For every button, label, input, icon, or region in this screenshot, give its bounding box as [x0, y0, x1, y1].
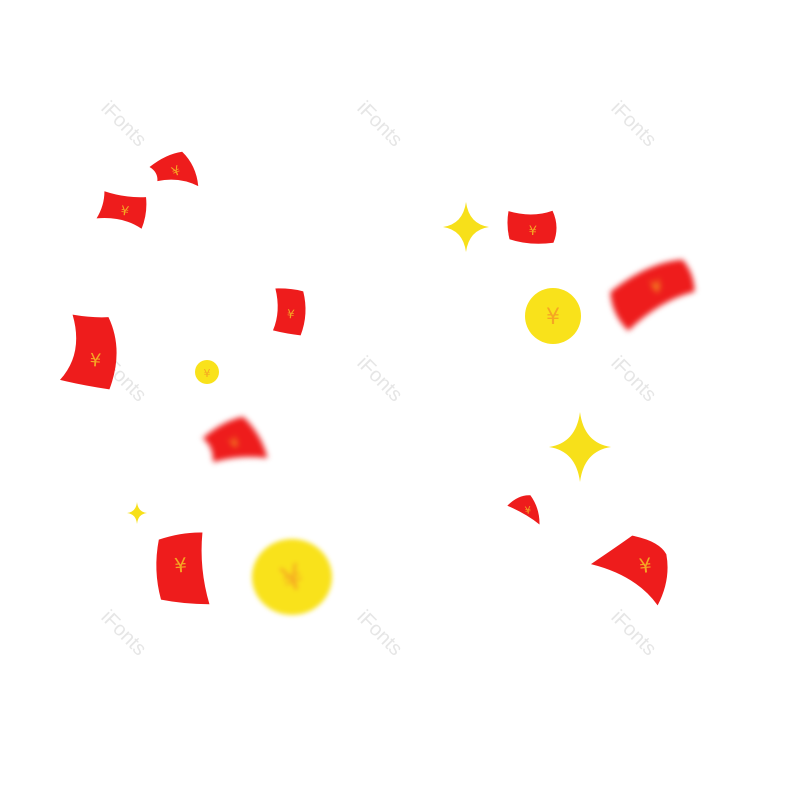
- red-envelope-icon: ¥: [145, 145, 204, 203]
- sparkle-icon: [443, 202, 489, 252]
- svg-text:¥: ¥: [638, 553, 653, 578]
- gold-coin-icon: ¥: [525, 288, 581, 344]
- sparkle-icon: [127, 502, 147, 524]
- red-envelope-icon: ¥: [505, 207, 558, 245]
- svg-text:¥: ¥: [524, 505, 531, 517]
- red-envelope-icon: ¥: [504, 492, 543, 530]
- watermark: iFonts: [606, 352, 661, 407]
- watermark: iFonts: [96, 97, 151, 152]
- svg-text:¥: ¥: [173, 553, 187, 578]
- svg-text:¥: ¥: [648, 276, 664, 299]
- red-envelope-icon: ¥: [59, 312, 122, 392]
- watermark: iFonts: [352, 97, 407, 152]
- gold-coin-icon: ¥: [251, 538, 333, 616]
- svg-text:¥: ¥: [546, 305, 560, 330]
- red-envelope-icon: ¥: [600, 252, 705, 336]
- sparkle-icon: [549, 412, 611, 482]
- svg-text:¥: ¥: [204, 367, 211, 380]
- red-envelope-icon: ¥: [269, 286, 310, 338]
- watermark: iFonts: [606, 97, 661, 152]
- svg-text:¥: ¥: [120, 204, 130, 220]
- red-envelope-icon: ¥: [152, 530, 213, 610]
- watermark: iFonts: [96, 606, 151, 661]
- watermark: iFonts: [352, 606, 407, 661]
- red-envelope-icon: ¥: [196, 408, 274, 485]
- red-envelope-icon: ¥: [96, 189, 151, 232]
- watermark: iFonts: [606, 606, 661, 661]
- svg-text:¥: ¥: [89, 350, 102, 372]
- svg-text:¥: ¥: [286, 307, 295, 322]
- gold-coin-icon: ¥: [195, 360, 219, 384]
- svg-text:¥: ¥: [528, 224, 537, 239]
- red-envelope-icon: ¥: [588, 530, 674, 614]
- watermark: iFonts: [352, 352, 407, 407]
